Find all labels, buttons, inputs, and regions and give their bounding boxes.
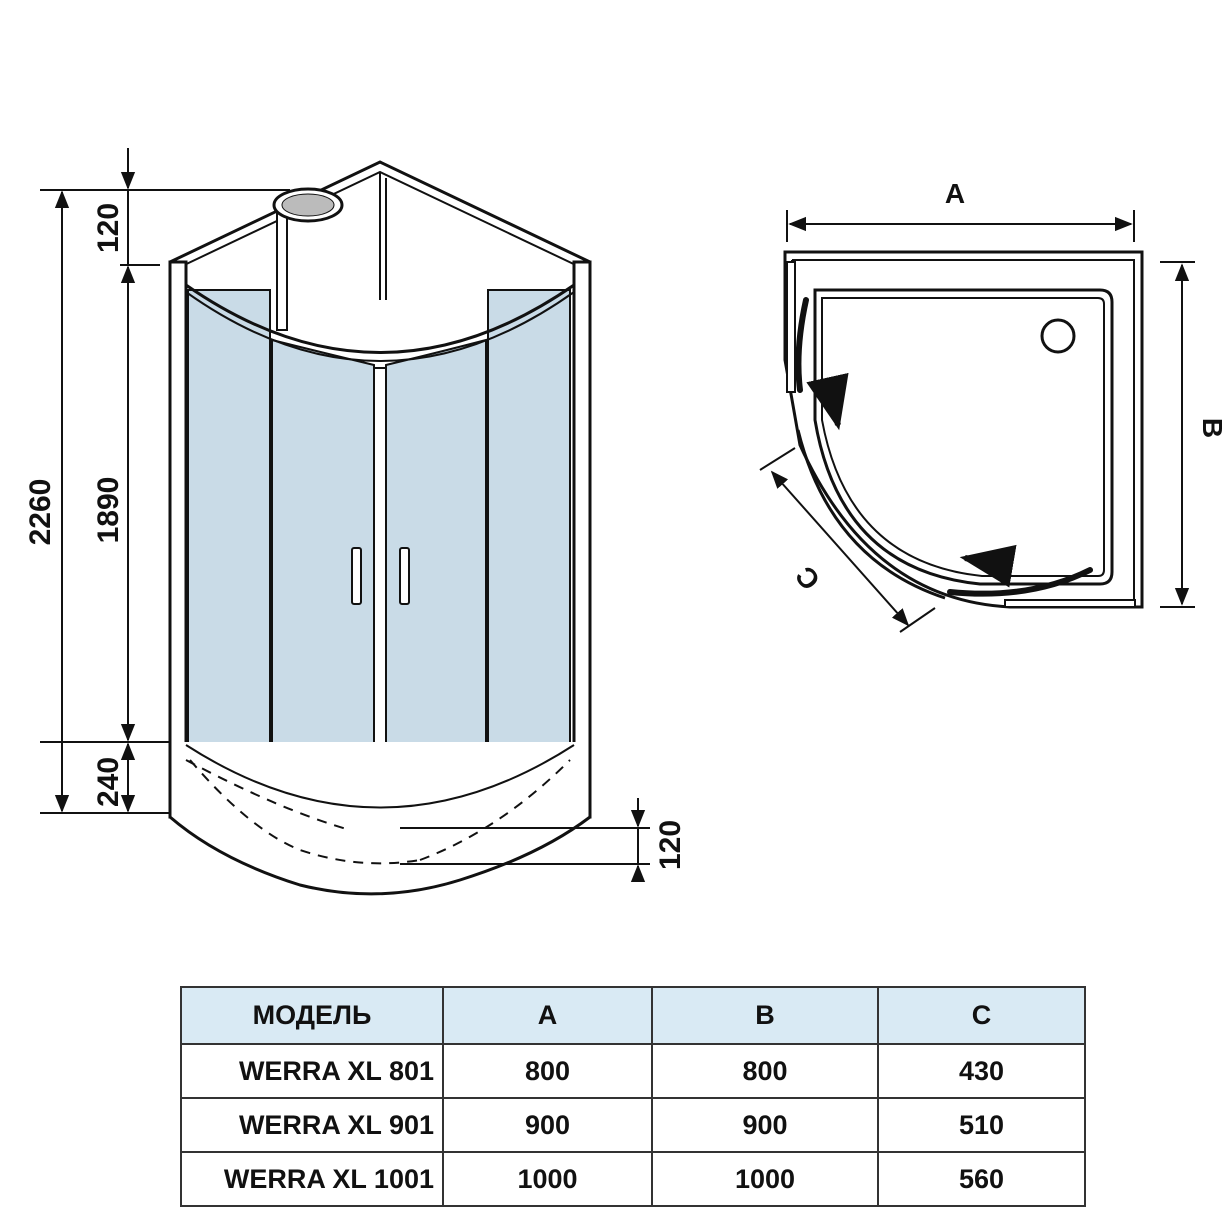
total-height-label: 2260 [24, 479, 57, 546]
left-fixed-glass [187, 289, 271, 753]
left-door-handle [351, 547, 362, 605]
table-header-row: МОДЕЛЬ A B C [180, 986, 1086, 1045]
door-height-label: 1890 [92, 477, 125, 544]
drain-icon [1040, 318, 1076, 354]
row-b: 800 [651, 1043, 879, 1099]
top-gap-label: 120 [92, 203, 125, 253]
row-a: 1000 [442, 1151, 653, 1207]
row-c: 560 [877, 1151, 1086, 1207]
shower-head-icon [272, 187, 344, 223]
row-c: 430 [877, 1043, 1086, 1099]
row-c: 510 [877, 1097, 1086, 1153]
shower-tray [168, 742, 592, 896]
header-c: C [877, 986, 1086, 1045]
header-a: A [442, 986, 653, 1045]
model-spec-table: МОДЕЛЬ A B C WERRA XL 801 800 800 430 WE… [180, 986, 1086, 1207]
row-b: 1000 [651, 1151, 879, 1207]
shower-diagram: 2260 120 1890 240 120 A B C [24, 148, 1228, 896]
plan-outer-outline [783, 250, 1144, 609]
plan-dimension-lines [759, 210, 1195, 633]
row-model: WERRA XL 1001 [180, 1151, 444, 1207]
right-fixed-glass [487, 289, 571, 763]
shower-cabin-front-view [168, 160, 592, 896]
shower-column [276, 209, 288, 331]
tray-depth-label: 120 [654, 820, 687, 870]
plan-dimension-a: A [945, 178, 965, 209]
row-a: 800 [442, 1043, 653, 1099]
plan-dimension-c: C [789, 560, 826, 595]
tray-height-label: 240 [92, 757, 125, 807]
row-model: WERRA XL 901 [180, 1097, 444, 1153]
row-a: 900 [442, 1097, 653, 1153]
table-row: WERRA XL 1001 1000 1000 560 [180, 1151, 1086, 1207]
table-row: WERRA XL 901 900 900 510 [180, 1097, 1086, 1153]
front-dimension-lines [40, 148, 650, 883]
header-b: B [651, 986, 879, 1045]
header-model: МОДЕЛЬ [180, 986, 444, 1045]
right-side-frame [572, 260, 592, 819]
right-door-handle [399, 547, 410, 605]
left-side-frame [168, 260, 188, 819]
row-b: 900 [651, 1097, 879, 1153]
row-model: WERRA XL 801 [180, 1043, 444, 1099]
table-row: WERRA XL 801 800 800 430 [180, 1043, 1086, 1099]
plan-dimension-b: B [1197, 418, 1228, 438]
shower-plan-view [783, 250, 1144, 609]
top-curved-rail [185, 283, 575, 354]
